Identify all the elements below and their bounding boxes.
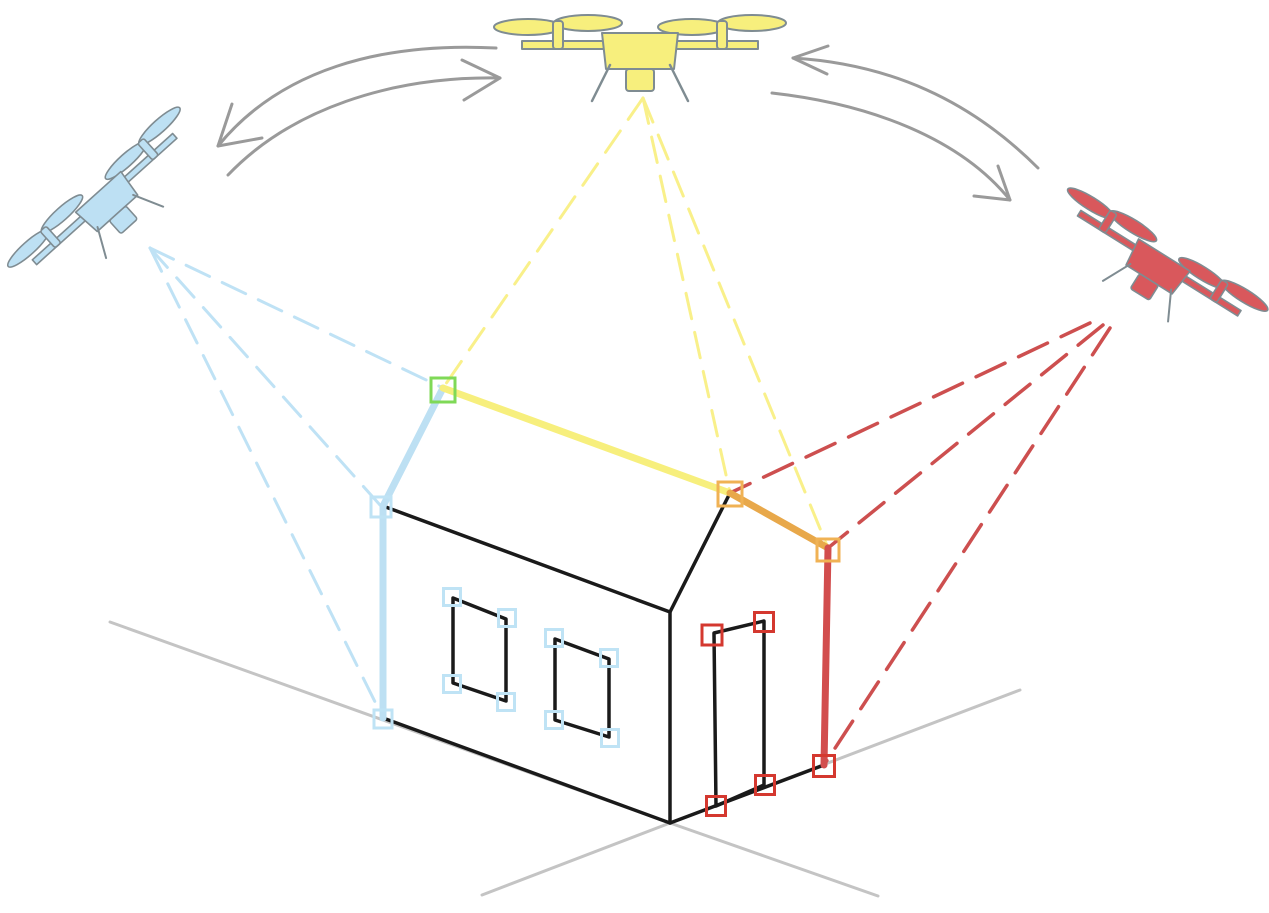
reconstructed-edges	[379, 384, 832, 769]
edge-right-view	[820, 544, 832, 769]
edge-top-view	[439, 384, 734, 497]
drone-top-propeller-2	[553, 14, 623, 32]
orbit-arrow-left-to-top-head	[460, 58, 502, 102]
keypoint-marker-17	[705, 795, 727, 817]
keypoint-marker-6	[442, 587, 462, 607]
drone-left-body	[74, 170, 139, 233]
keypoint-marker-8	[442, 674, 462, 694]
ray-top-to-eave-right	[641, 96, 830, 550]
keypoint-marker-13	[600, 728, 620, 748]
keypoint-marker-10	[544, 628, 564, 648]
orbit-arrow-top-to-left-head	[216, 102, 264, 148]
drone-left-motor-2	[137, 138, 159, 161]
drone-left-landing-legs	[96, 193, 165, 260]
ground-axes	[108, 620, 1022, 898]
keypoint-marker-12	[544, 710, 564, 730]
drone-right-icon	[1066, 187, 1269, 323]
keypoint-markers	[369, 376, 841, 817]
orbit-arrow-top-to-left	[216, 45, 498, 148]
drone-top-camera	[625, 68, 655, 92]
keypoint-marker-1	[429, 376, 457, 404]
orbit-arrow-top-to-right-head	[972, 164, 1012, 202]
drone-right-motor-2	[1209, 279, 1229, 303]
keypoint-marker-4	[369, 495, 393, 519]
house-roof-slope-front	[668, 491, 732, 614]
house-left-wall	[381, 504, 672, 825]
house-window-left	[451, 596, 508, 703]
keypoint-marker-7	[497, 608, 517, 628]
keypoint-marker-15	[753, 611, 775, 633]
drone-left-icon	[6, 106, 181, 268]
ray-top-to-roof-peak	[441, 96, 645, 390]
keypoint-marker-16	[754, 774, 776, 796]
orbit-arrow-right-to-top	[791, 56, 1040, 170]
orbit-arrow-right-to-top-head	[791, 44, 830, 76]
keypoint-marker-9	[496, 692, 516, 712]
viewing-rays-left-drone	[148, 246, 445, 720]
drone-top-icon	[493, 14, 787, 103]
edge-left-view	[379, 384, 447, 722]
keypoint-marker-3	[815, 537, 841, 563]
drone-top-motor-1	[552, 20, 564, 50]
ray-left-to-eave-corner	[148, 246, 382, 507]
drone-right-body	[1125, 238, 1191, 295]
viewing-rays-top-drone	[441, 96, 830, 550]
ground-axis-front-right	[668, 821, 880, 898]
ground-axis-front-left	[480, 821, 672, 897]
drone-top-propeller-1	[493, 18, 563, 36]
orbit-arrow-left-to-top	[226, 76, 502, 177]
drone-top-motor-2	[716, 20, 728, 50]
edge-shared-view	[726, 489, 832, 552]
ray-right-to-base-right	[822, 326, 1112, 767]
house-door	[712, 619, 766, 808]
viewing-rays-right-drone	[728, 321, 1112, 767]
ray-right-to-eave-right	[826, 323, 1105, 550]
ray-top-to-ridge-front	[641, 96, 732, 495]
drone-left-motor-1	[40, 226, 61, 248]
keypoint-marker-14	[700, 623, 724, 647]
drone-top-landing-legs	[590, 63, 690, 103]
house-window-right	[553, 637, 611, 739]
keypoint-marker-5	[372, 708, 394, 730]
ray-left-to-roof-peak	[148, 246, 445, 390]
drone-right-camera	[1130, 273, 1159, 301]
drone-right-motor-1	[1098, 210, 1118, 234]
keypoint-marker-18	[812, 754, 836, 778]
keypoint-marker-2	[716, 480, 744, 508]
drone-top-body	[601, 32, 679, 70]
orbit-arrows	[216, 44, 1040, 202]
ray-left-to-base-corner	[148, 246, 385, 720]
house-outline	[381, 491, 826, 825]
orbit-arrow-top-to-right	[770, 91, 1012, 202]
keypoint-marker-11	[599, 648, 619, 668]
drone-right-landing-legs	[1101, 263, 1173, 323]
drones	[6, 14, 1269, 323]
ray-right-to-ridge-front	[728, 321, 1092, 495]
drone-top-propeller-4	[717, 14, 787, 32]
drone-left-camera	[109, 206, 138, 234]
